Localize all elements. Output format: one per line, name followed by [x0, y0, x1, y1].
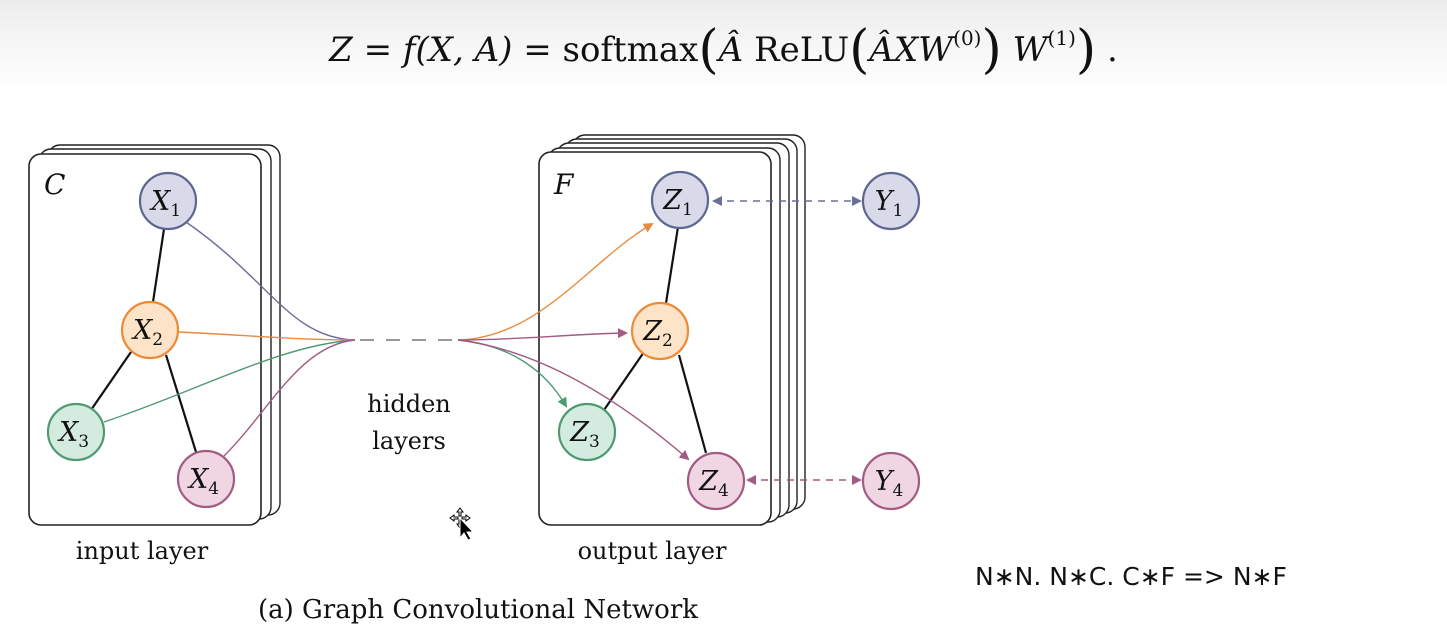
edge-x2-x3 [90, 351, 132, 411]
flow-x4 [223, 339, 356, 457]
formula-w1: W [1012, 30, 1048, 70]
formula-softmax: softmax [562, 30, 699, 70]
edge-x1-x2 [151, 228, 166, 303]
output-node-z4: Z4 [686, 451, 746, 511]
paren-open-inner: ( [849, 20, 870, 80]
edge-x2-x4 [164, 354, 198, 453]
move-cursor-icon [449, 507, 475, 541]
hidden-label-line1: hidden [367, 390, 451, 418]
formula-end: . [1107, 30, 1118, 70]
node-circle [630, 301, 690, 361]
node-label: X2 [131, 315, 163, 350]
node-circle [557, 402, 617, 462]
formula-sup1: (1) [1047, 26, 1076, 50]
label-node-y1: Y1 [861, 171, 921, 231]
node-label: Z2 [642, 316, 673, 351]
node-circle [46, 402, 106, 462]
dimension-note: N∗N. N∗C. C∗F => N∗F [975, 562, 1287, 591]
node-circle [650, 170, 710, 230]
flow-x3 [103, 339, 356, 423]
formula-inner: ÂXW [869, 30, 954, 70]
formula-lhs: Z = f(X, A) = [329, 30, 563, 70]
figure-caption: (a) Graph Convolutional Network [258, 595, 698, 625]
input-panel-letter: C [44, 168, 65, 201]
input-layer-caption: input layer [76, 537, 209, 565]
node-circle [861, 451, 921, 511]
node-label: X4 [187, 464, 219, 499]
edge-z2-z4 [677, 354, 708, 454]
gcn-formula: Z = f(X, A) = softmax(Â ReLU(ÂXW(0)) W(1… [0, 14, 1447, 80]
flow-z1 [457, 222, 654, 341]
output-node-z1: Z1 [650, 170, 710, 230]
flow-z2 [457, 328, 628, 341]
edge-z1-z2 [664, 226, 680, 304]
formula-a-hat: Â [718, 30, 744, 70]
node-circle [138, 171, 198, 231]
node-label: Y4 [875, 466, 904, 501]
flow-x2 [178, 331, 356, 341]
node-circle [176, 449, 236, 509]
flow-z4 [457, 339, 690, 461]
input-node-x1: X1 [138, 171, 198, 231]
input-node-x3: X3 [46, 402, 106, 462]
output-node-z2: Z2 [630, 301, 690, 361]
paren-close: ) [1075, 20, 1097, 80]
input-node-x4: X4 [176, 449, 236, 509]
formula-sup0: (0) [953, 26, 982, 50]
header-band [0, 0, 1447, 95]
paren-open: ( [698, 20, 719, 80]
output-node-z3: Z3 [557, 402, 617, 462]
node-circle [120, 300, 180, 360]
paren-close-inner: ) [981, 20, 1002, 80]
node-circle [861, 171, 921, 231]
hidden-label-line2: layers [372, 427, 446, 455]
node-label: X3 [57, 417, 89, 452]
node-circle [686, 451, 746, 511]
node-label: Z3 [569, 417, 600, 452]
output-panel-letter: F [553, 168, 575, 201]
label-node-y4: Y4 [861, 451, 921, 511]
node-label: Z1 [662, 185, 693, 220]
flow-x1 [185, 221, 356, 341]
node-label: Z4 [698, 466, 729, 501]
input-node-x2: X2 [120, 300, 180, 360]
node-label: X1 [149, 186, 181, 221]
node-label: Y1 [875, 186, 904, 221]
output-layer-caption: output layer [578, 537, 727, 565]
formula-relu: ReLU [754, 30, 850, 70]
